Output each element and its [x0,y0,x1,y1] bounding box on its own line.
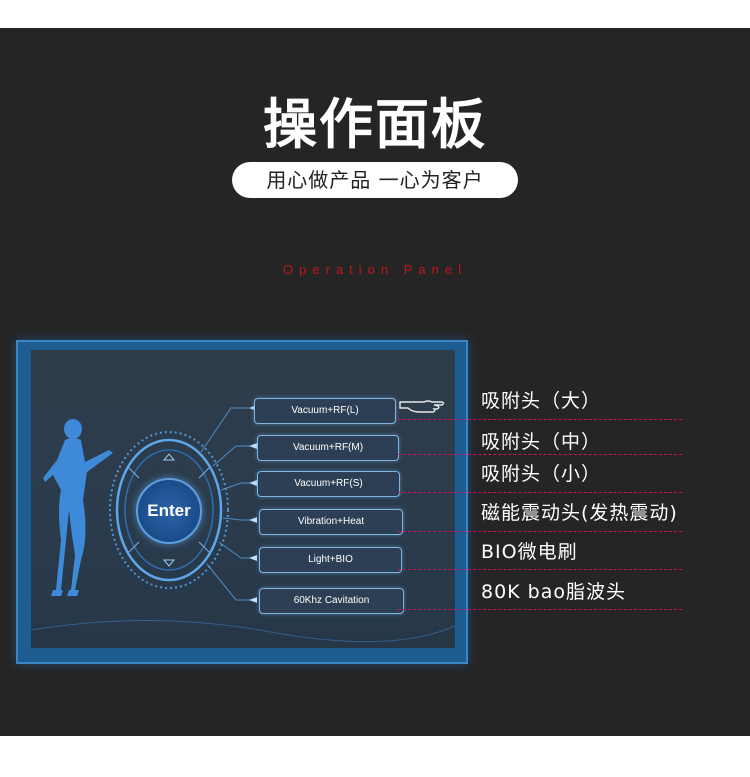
page-title: 操作面板 [263,93,487,156]
annotation-divider [398,609,682,610]
annotation-small-suction-head: 吸附头（小） [481,463,602,485]
menu-button-light-bio[interactable]: Light+BIO [259,547,402,573]
page-subtitle: Operation Panel [283,262,467,277]
screen-graphics [31,405,455,643]
enter-button[interactable]: Enter [136,478,202,544]
pointing-hand-icon [399,400,445,413]
annotation-divider [398,531,682,532]
control-panel-screen: Enter Vacuum+RF(L) Vacuum+RF(M) Vacuum+R… [31,350,455,648]
menu-pointer-arrows [249,405,257,603]
annotation-vibration-head: 磁能震动头(发热震动) [481,502,678,524]
control-panel-monitor: Enter Vacuum+RF(L) Vacuum+RF(M) Vacuum+R… [16,340,468,664]
annotation-divider [398,492,682,493]
menu-button-cavitation[interactable]: 60Khz Cavitation [259,588,404,614]
annotation-divider [398,419,682,420]
annotation-divider [398,454,682,455]
dial-graphic [109,431,229,589]
annotation-bio-brush: BIO微电刷 [481,541,578,563]
slogan-badge: 用心做产品 一心为客户 [232,162,518,198]
annotation-cavitation-head: 80K bao脂波头 [481,581,627,603]
menu-button-vacuum-rf-s[interactable]: Vacuum+RF(S) [257,471,400,497]
annotation-divider [398,569,682,570]
menu-button-vacuum-rf-m[interactable]: Vacuum+RF(M) [257,435,399,461]
menu-button-vibration-heat[interactable]: Vibration+Heat [259,509,403,535]
woman-silhouette-icon [43,419,113,596]
annotation-large-suction-head: 吸附头（大） [481,390,602,412]
menu-button-vacuum-rf-l[interactable]: Vacuum+RF(L) [254,398,396,424]
decorative-wave [31,620,455,643]
annotation-medium-suction-head: 吸附头（中） [481,431,602,453]
